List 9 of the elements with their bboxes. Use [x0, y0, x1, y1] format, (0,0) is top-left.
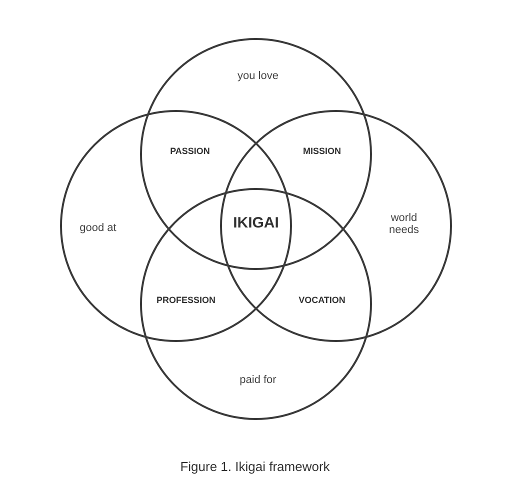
overlap-label: PASSION [170, 146, 210, 156]
circle-label: world needs [388, 212, 420, 236]
circle-label: you love [236, 70, 280, 82]
overlap-label: PROFESSION [156, 295, 216, 305]
figure-caption: Figure 1. Ikigai framework [179, 459, 331, 474]
overlap-label: MISSION [303, 146, 341, 156]
circle-label: good at [78, 222, 118, 234]
circle-label: paid for [238, 374, 278, 386]
overlap-label: VOCATION [298, 295, 346, 305]
